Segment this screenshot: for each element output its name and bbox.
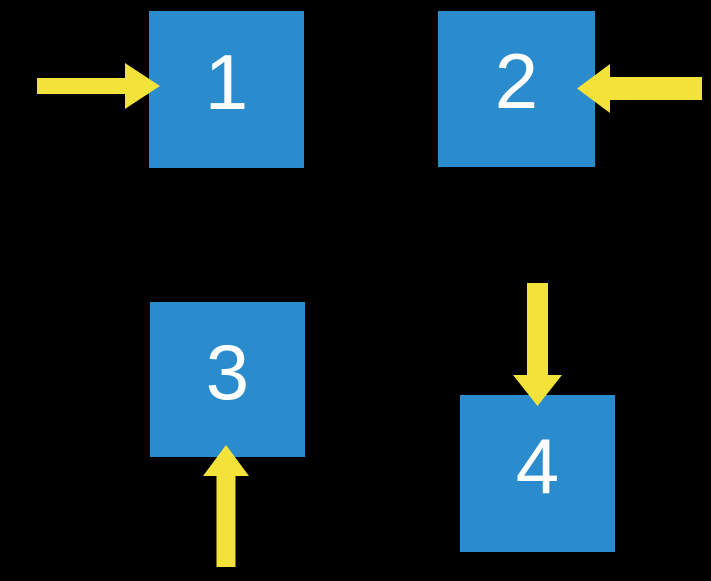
box-1: 1 xyxy=(149,11,304,168)
arrow-left-icon xyxy=(577,64,702,113)
box-2: 2 xyxy=(438,11,595,167)
arrow-right-icon xyxy=(37,63,160,109)
box-3: 3 xyxy=(150,302,305,457)
arrow-up-icon xyxy=(203,445,249,567)
box-2-label: 2 xyxy=(494,37,539,125)
box-1-label: 1 xyxy=(204,37,249,126)
box-4-label: 4 xyxy=(515,421,560,510)
arrow-down-icon xyxy=(513,283,562,406)
box-4: 4 xyxy=(460,395,615,552)
box-3-label: 3 xyxy=(205,327,250,416)
